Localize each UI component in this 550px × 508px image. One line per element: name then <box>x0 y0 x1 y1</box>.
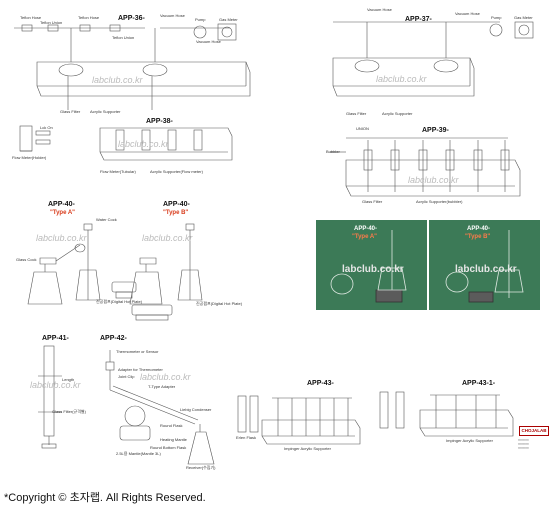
photo-code-b: APP-40- <box>467 226 491 232</box>
label-vacuum-hose-2: Vacuum Hose <box>196 39 221 44</box>
label-pump-2: Pump <box>491 15 502 20</box>
watermark: labclub.co.kr <box>408 175 459 185</box>
label-teflon-union: Teflon Union <box>40 20 63 25</box>
code-app41: APP-41- <box>42 335 69 342</box>
label-mantle: 2.5L용 Mantle(Mantle 3L) <box>116 451 161 456</box>
app40a-drawing <box>27 223 137 305</box>
watermark: labclub.co.kr <box>30 380 81 390</box>
label-receiver: Receiver(수집기) <box>186 465 216 470</box>
label-glass-filter-2: Glass Filter <box>346 111 367 116</box>
label-acrylic-supporter-1: Acrylic Supporter <box>90 109 121 114</box>
label-length: Length <box>62 377 75 382</box>
app37-drawing <box>332 21 534 97</box>
photo-code-a: APP-40- <box>354 226 378 232</box>
label-lock-on: Lck On <box>40 125 53 130</box>
photo-type-a-label: "Type A" <box>352 234 378 240</box>
label-glass-filter-1: Glass Filter <box>60 109 81 114</box>
label-glass-cock: Glass Cock <box>16 257 37 262</box>
label-gas-meter-2: Gas Meter <box>514 15 533 20</box>
code-app36: APP-36- <box>118 15 145 22</box>
watermark: labclub.co.kr <box>92 75 143 85</box>
watermark: labclub.co.kr <box>376 74 427 84</box>
label-glass-filter-3: Glass Filter <box>362 199 383 204</box>
label-vacuum-hose-4: Vacuum Hose <box>455 11 480 16</box>
app431-drawing <box>379 391 514 437</box>
code-app40b: APP-40- <box>163 201 190 208</box>
code-app37: APP-37- <box>405 16 432 23</box>
label-acrylic-supporter-bubbler: Acrylic Supporter(bubbler) <box>416 199 463 204</box>
code-app40a: APP-40- <box>48 201 75 208</box>
watermark: labclub.co.kr <box>118 139 169 149</box>
label-round-bottom-flask: Round Bottom Flask <box>150 445 187 450</box>
label-bubbler: Bubbler <box>326 149 340 154</box>
label-flow-meter-holder: Flow Meter(Holder) <box>12 155 47 160</box>
label-round-flask: Round Flask <box>160 423 183 428</box>
watermark: labclub.co.kr <box>142 233 193 243</box>
label-flow-meter-tubular: Flow Meter(Tubular) <box>100 169 136 174</box>
label-impinger-acrylic-2: Impinger Acrylic Supporter <box>446 438 493 443</box>
app42-drawing <box>105 350 215 465</box>
app40b-drawing <box>129 223 203 321</box>
app39-drawing <box>330 137 521 197</box>
watermark: labclub.co.kr <box>140 372 191 382</box>
label-vacuum-hot-plate-a: 진공펌프(Digital Hot Plate) <box>96 299 143 304</box>
brand-logo: CHOJALAB <box>519 426 549 436</box>
type-a-label: "Type A" <box>50 210 76 216</box>
label-thermometer-sensor: Thermometer or Sensor <box>116 349 159 354</box>
label-vacuum-hot-plate-b: 진공펌프(Digital Hot Plate) <box>196 301 243 306</box>
app38-drawing <box>19 125 233 161</box>
label-teflon-hose-2: Teflon Hose <box>78 15 100 20</box>
apparatus-catalog-sheet: APP-36- APP-37- APP-38- APP-39- APP-40- … <box>12 7 549 470</box>
label-vacuum-hose-1: Vacuum Hose <box>160 13 185 18</box>
watermark: labclub.co.kr <box>36 233 87 243</box>
label-pump-1: Pump <box>195 17 206 22</box>
label-teflon-union-2: Teflon Union <box>112 35 135 40</box>
label-acrylic-supporter-2: Acrylic Supporter <box>382 111 413 116</box>
copyright-footer: *Copyright © 초자랩. All Rights Reserved. <box>4 492 206 504</box>
apparatus-drawings <box>14 21 534 465</box>
label-acrylic-supporter-flowmeter: Acrylic Supporter(Flow meter) <box>150 169 203 174</box>
photo-type-a: APP-40- "Type A" labclub.co.kr <box>316 220 427 310</box>
app43-drawing <box>237 395 361 445</box>
photo-type-b: APP-40- "Type B" labclub.co.kr <box>429 220 540 310</box>
code-app39: APP-39- <box>422 127 449 134</box>
app41-drawing <box>38 345 62 449</box>
app36-drawing <box>14 23 251 110</box>
label-union: UNION <box>356 126 369 131</box>
label-impinger-acrylic: Impinger Acrylic Supporter <box>284 446 331 451</box>
label-gas-meter-1: Gas Meter <box>219 17 238 22</box>
label-liebig-condenser: Liebig Condenser <box>180 407 212 412</box>
label-water-cock: Water Cock <box>96 217 117 222</box>
code-app38: APP-38- <box>146 118 173 125</box>
label-erlen-flask: Erlen Flask <box>236 435 257 440</box>
label-teflon-hose-1: Teflon Hose <box>20 15 42 20</box>
photo-watermark-a: labclub.co.kr <box>342 264 404 275</box>
label-glass-filter-41: Glass Filter(규격별) <box>52 409 86 414</box>
label-t-type-adapter: T-Type Adapter <box>148 384 176 389</box>
code-app43: APP-43- <box>307 380 334 387</box>
label-vacuum-hose-3: Vacuum Hose <box>367 7 392 12</box>
code-app431: APP-43-1- <box>462 380 496 387</box>
label-heating-mantle: Heating Mantle <box>160 437 187 442</box>
photo-type-b-label: "Type B" <box>465 234 491 240</box>
brand-fineprint: ━━━━━━━━━━━━━━━━━━ <box>518 438 529 450</box>
photo-b-apparatus <box>445 230 524 303</box>
photo-a-apparatus <box>330 230 407 303</box>
code-app42: APP-42- <box>100 335 127 342</box>
photo-watermark-b: labclub.co.kr <box>455 264 517 275</box>
type-b-label: "Type B" <box>163 210 189 216</box>
label-adapter-thermometer: Adapter for Thermometer <box>118 367 163 372</box>
label-joint-clip: Joint Clip <box>118 374 135 379</box>
